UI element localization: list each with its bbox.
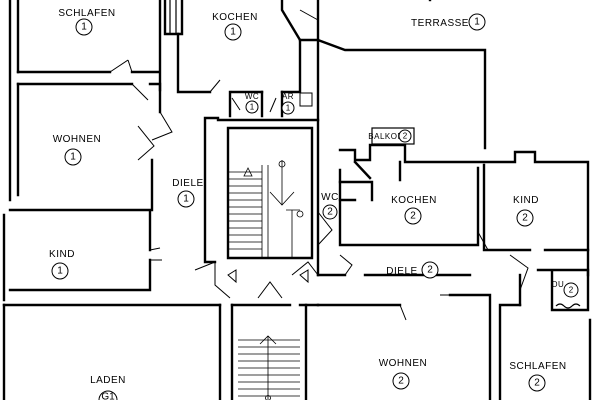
room-label-laden: LADEN G1 (90, 375, 126, 400)
room-label-wohnen-1: WOHNEN 1 (53, 134, 102, 166)
room-label-ar-1: AR 1 (281, 92, 295, 115)
room-label-kind-1: KIND 1 (49, 249, 75, 280)
unit-number: 2 (327, 207, 333, 218)
room-name: DIELE (386, 266, 417, 277)
unit-number: 2 (427, 265, 433, 276)
room-name: KIND (513, 195, 539, 206)
room-label-diele-2: DIELE 2 (386, 261, 439, 279)
unit-number: 2 (534, 378, 540, 389)
unit-number: 1 (81, 22, 87, 33)
room-label-kochen-2: KOCHEN 2 (391, 195, 437, 225)
room-label-wc-1: WC 1 (245, 92, 259, 114)
stairs (227, 160, 309, 400)
room-name: TERRASSE (411, 18, 469, 29)
unit-number: 2 (569, 286, 574, 295)
room-name: KOCHEN (391, 195, 437, 206)
room-label-schlafen-1: SCHLAFEN 1 (58, 8, 115, 36)
room-name: SCHLAFEN (509, 361, 566, 372)
unit-number: 1 (474, 17, 480, 28)
room-label-du-2: DU 2 (552, 280, 581, 309)
door-swings (109, 9, 529, 321)
unit-number: 2 (522, 213, 528, 224)
room-name: AR (282, 92, 294, 101)
room-label-balkon-2: BALKON 2 (368, 127, 415, 145)
room-name: KIND (49, 249, 75, 260)
unit-number: 1 (57, 266, 63, 277)
unit-number: 1 (250, 103, 255, 112)
room-name: SCHLAFEN (58, 8, 115, 19)
room-name: DIELE (172, 178, 203, 189)
room-name: WOHNEN (53, 134, 102, 145)
unit-number: 1 (70, 152, 76, 163)
unit-number: 2 (403, 132, 408, 141)
room-label-diele-1: DIELE 1 (172, 178, 203, 208)
room-name: DU (552, 280, 565, 289)
room-label-schlafen-2: SCHLAFEN 2 (509, 361, 566, 392)
room-name: WC (245, 92, 259, 101)
unit-number: 1 (230, 27, 236, 38)
unit-number: 1 (286, 104, 291, 113)
unit-number: 2 (410, 211, 416, 222)
room-label-wc-2: WC 2 (321, 192, 339, 220)
room-label-kochen-1: KOCHEN 1 (212, 12, 258, 41)
unit-number: G1 (101, 392, 115, 400)
room-name: KOCHEN (212, 12, 258, 23)
room-label-terrasse-1: TERRASSE 1 (411, 13, 486, 31)
room-name: WC (321, 192, 339, 203)
room-name: WOHNEN (379, 358, 428, 369)
unit-number: 2 (398, 376, 404, 387)
room-label-wohnen-2: WOHNEN 2 (379, 358, 428, 390)
unit-number: 1 (183, 194, 189, 205)
room-name: BALKON (368, 132, 403, 141)
room-name: LADEN (90, 375, 126, 386)
room-label-kind-2: KIND 2 (513, 195, 539, 227)
